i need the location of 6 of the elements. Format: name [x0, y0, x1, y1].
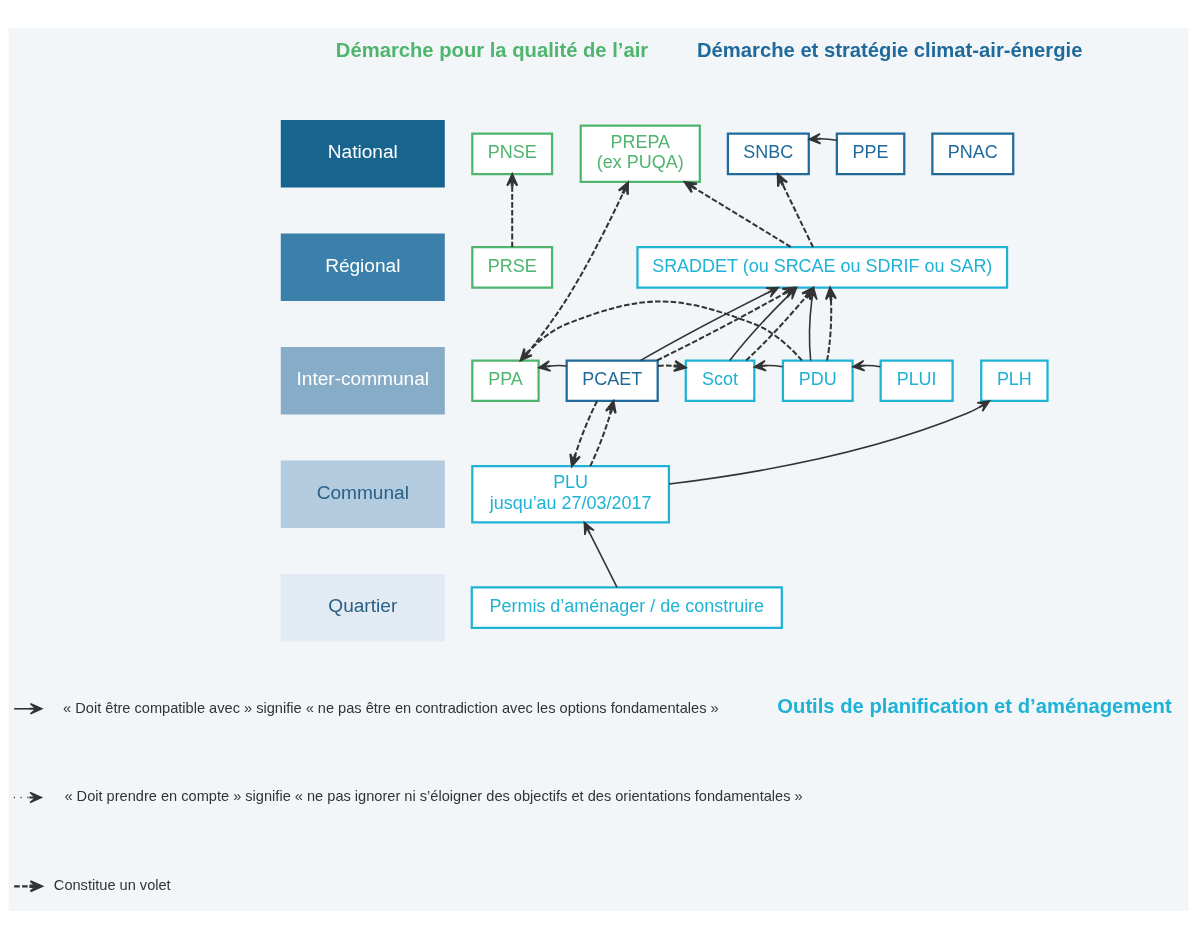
legend-label: Constitue un volet: [53, 876, 171, 893]
label: Outils de planification et d’aménagement: [777, 694, 1172, 717]
label: Démarche pour la qualité de l’air: [335, 38, 649, 61]
legend-label: « Doit prendre en compte » signifie « ne pas ignorer ni s’éloigner des objectifs et des orientations fondamentales »: [64, 787, 803, 804]
legend-label: « Doit être compatible avec » signifie « ne pas être en contradiction avec les options fondamentales »: [63, 699, 719, 716]
label: Démarche et stratégie climat-air-énergie: [697, 38, 1083, 61]
